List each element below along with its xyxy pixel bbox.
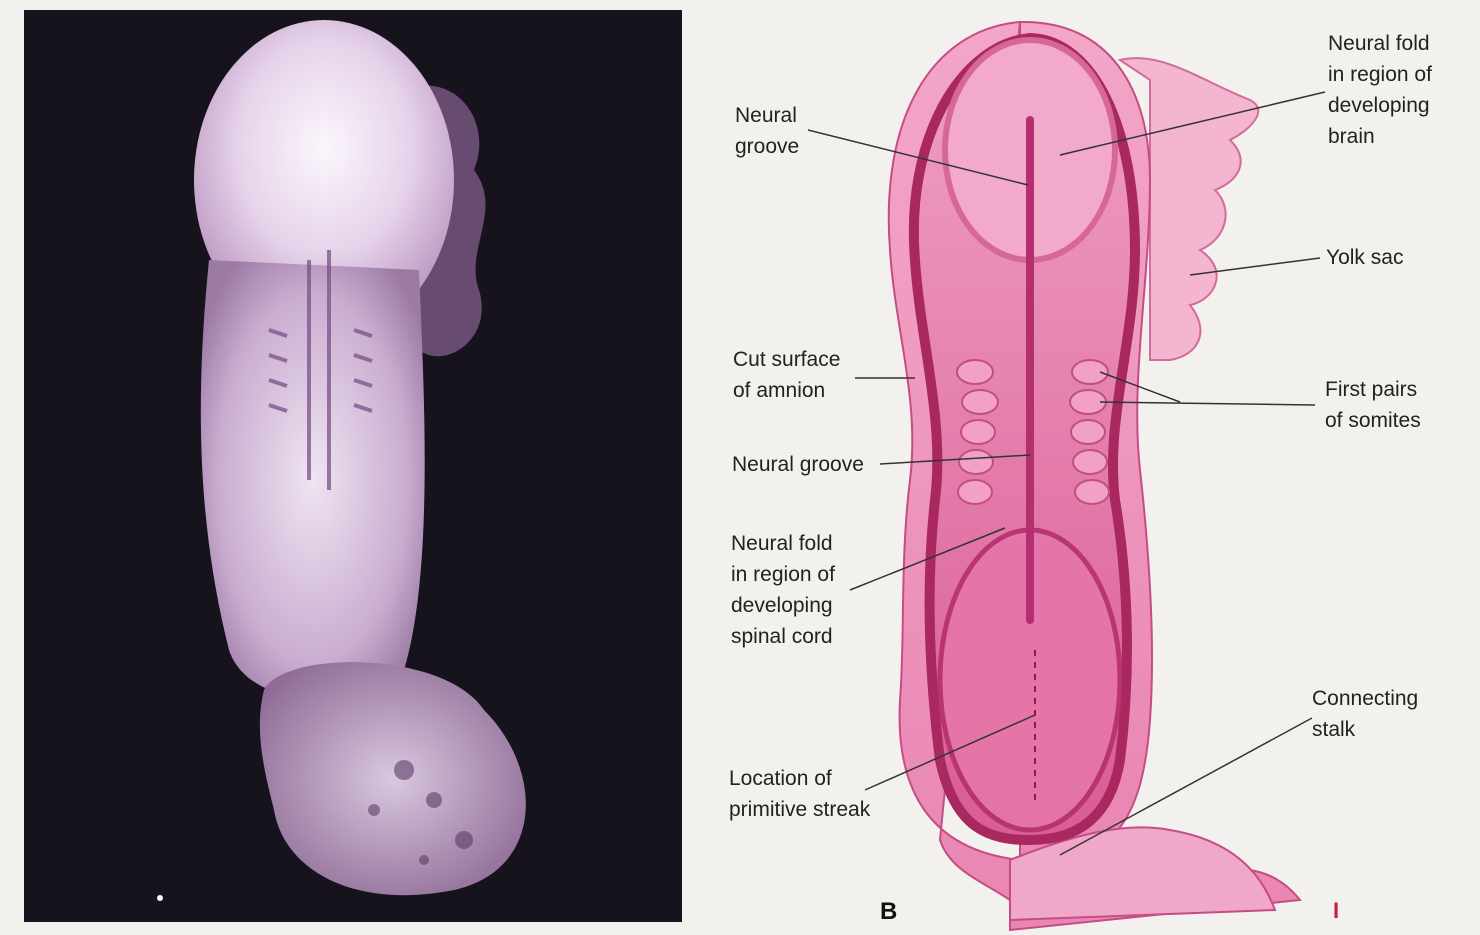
label-line: Neural [735,100,799,131]
label-yolk-sac: Yolk sac [1326,242,1403,273]
label-connecting-stalk: Connecting stalk [1312,683,1418,745]
embryo-photograph [24,10,682,922]
label-neural-fold-brain: Neural fold in region of developing brai… [1328,28,1432,152]
label-line: Location of [729,763,870,794]
label-neural-groove-top: Neural groove [735,100,799,162]
embryo-photo-drawing [24,10,682,922]
label-line: spinal cord [731,621,835,652]
corner-mark: I [1333,898,1339,924]
label-line: Cut surface [733,344,840,375]
label-neural-groove-mid: Neural groove [732,449,864,480]
label-line: Neural groove [732,449,864,480]
label-cut-surface-amnion: Cut surface of amnion [733,344,840,406]
label-line: in region of [1328,59,1432,90]
label-line: developing [731,590,835,621]
photo-connecting-stalk [260,662,526,895]
label-line: groove [735,131,799,162]
label-line: Connecting [1312,683,1418,714]
label-line: of amnion [733,375,840,406]
photo-trunk [201,260,425,698]
label-line: brain [1328,121,1432,152]
label-line: Neural fold [731,528,835,559]
panel-letter: B [880,898,897,926]
label-line: of somites [1325,405,1421,436]
label-line: developing [1328,90,1432,121]
label-line: Yolk sac [1326,242,1403,273]
label-line: primitive streak [729,794,870,825]
label-line: stalk [1312,714,1418,745]
label-line: Neural fold [1328,28,1432,59]
label-primitive-streak: Location of primitive streak [729,763,870,825]
label-line: in region of [731,559,835,590]
photo-dust-speck [157,895,163,901]
label-line: First pairs [1325,374,1421,405]
label-neural-fold-spinal: Neural fold in region of developing spin… [731,528,835,652]
label-first-pairs-somites: First pairs of somites [1325,374,1421,436]
